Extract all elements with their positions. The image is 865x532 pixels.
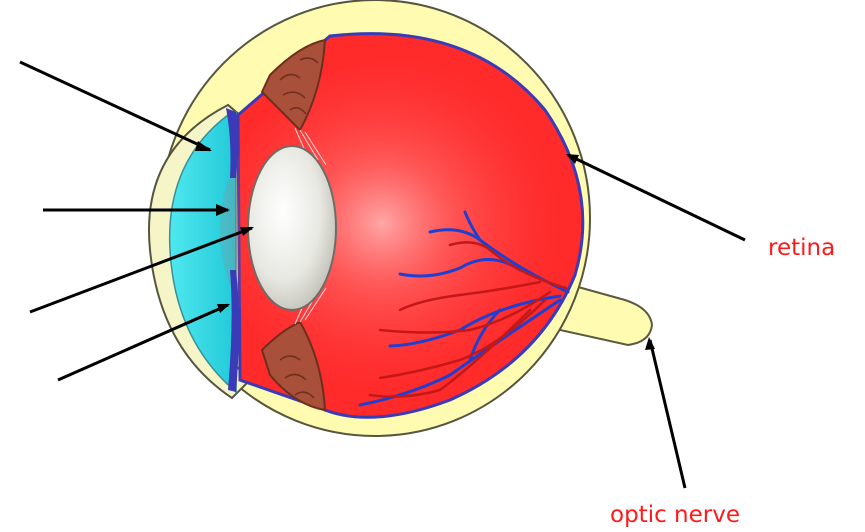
pointer-optic-nerve (650, 340, 685, 488)
pointer-retina (568, 155, 745, 240)
lens-shape (248, 146, 336, 310)
arrowhead-optic-nerve (645, 337, 655, 350)
retina-label: retina (768, 235, 835, 261)
optic-nerve-label: optic nerve (610, 502, 740, 528)
pointer-cornea (20, 62, 210, 150)
